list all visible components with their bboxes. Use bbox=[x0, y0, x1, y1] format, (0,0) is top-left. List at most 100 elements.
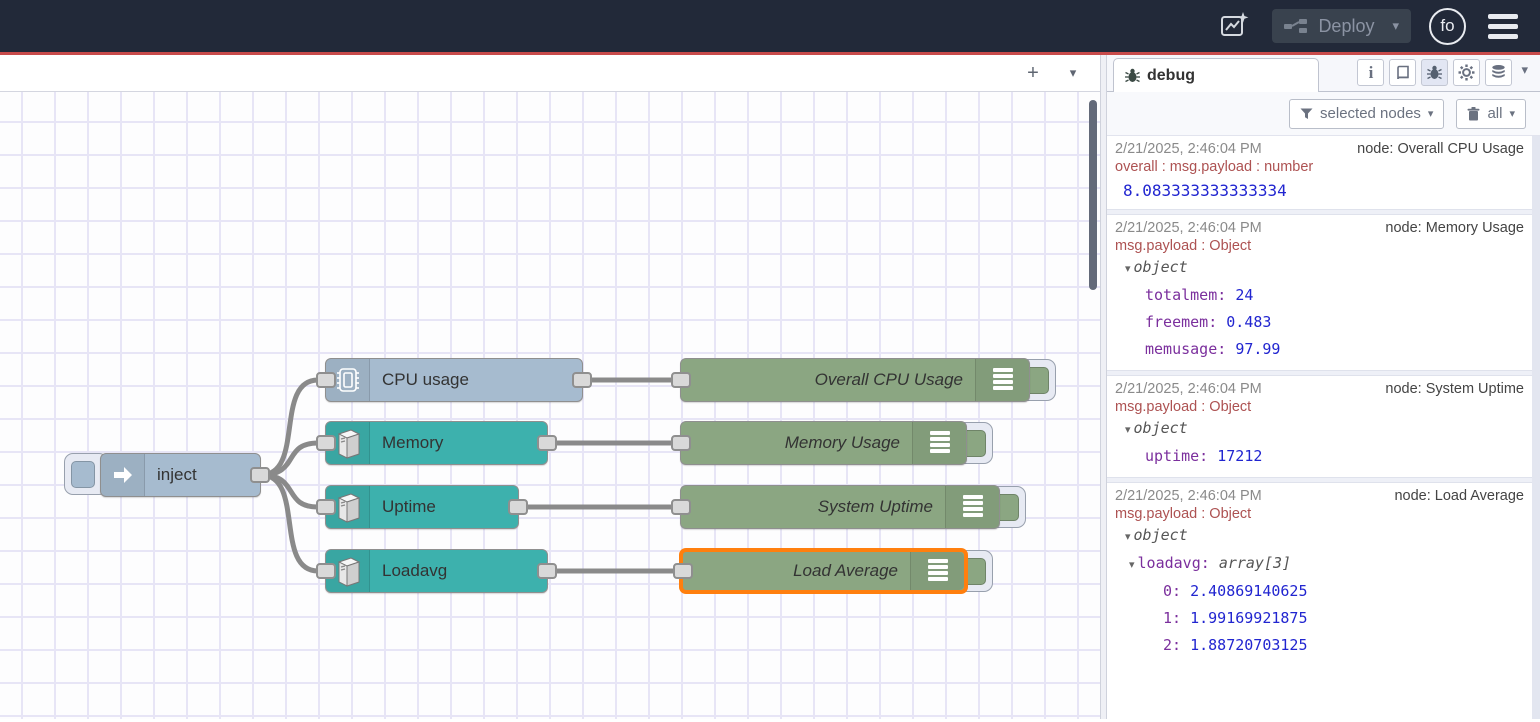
node-label: Uptime bbox=[370, 497, 518, 517]
property-row: uptime: 17212 bbox=[1115, 443, 1524, 470]
message-timestamp: 2/21/2025, 2:46:04 PM bbox=[1115, 141, 1262, 157]
avatar-initials: fo bbox=[1440, 16, 1454, 36]
property-row: totalmem: 24 bbox=[1115, 282, 1524, 309]
clear-messages-button[interactable]: all ▾ bbox=[1456, 99, 1526, 129]
debug-message[interactable]: 2/21/2025, 2:46:04 PM node: Memory Usage… bbox=[1107, 215, 1532, 370]
database-icon bbox=[1490, 64, 1507, 81]
message-property-path: msg.payload : Object bbox=[1115, 399, 1524, 415]
debug-message[interactable]: 2/21/2025, 2:46:04 PM node: Overall CPU … bbox=[1107, 136, 1532, 209]
input-port[interactable] bbox=[673, 563, 693, 579]
message-node-name: node: Memory Usage bbox=[1385, 220, 1524, 236]
node-label: Load Average bbox=[683, 561, 910, 581]
object-label: object bbox=[1134, 526, 1188, 544]
node-debug-memory-usage[interactable]: Memory Usage bbox=[680, 421, 967, 465]
object-row[interactable]: ▾object bbox=[1115, 415, 1524, 443]
output-port[interactable] bbox=[572, 372, 592, 388]
message-node-name: node: System Uptime bbox=[1385, 381, 1524, 397]
input-port[interactable] bbox=[316, 499, 336, 515]
trash-icon bbox=[1467, 107, 1480, 121]
context-tab-button[interactable] bbox=[1485, 59, 1512, 86]
message-value: 8.083333333333334 bbox=[1115, 175, 1524, 202]
tab-debug[interactable]: debug bbox=[1113, 58, 1319, 92]
node-memory[interactable]: Memory bbox=[325, 421, 548, 465]
add-flow-button[interactable]: + bbox=[1016, 59, 1050, 87]
debug-message[interactable]: 2/21/2025, 2:46:04 PM node: Load Average… bbox=[1107, 483, 1532, 666]
help-tab-button[interactable] bbox=[1389, 59, 1416, 86]
message-timestamp: 2/21/2025, 2:46:04 PM bbox=[1115, 220, 1262, 236]
filter-selected-nodes-button[interactable]: selected nodes ▾ bbox=[1289, 99, 1444, 129]
object-row[interactable]: ▾object bbox=[1115, 522, 1524, 550]
user-avatar[interactable]: fo bbox=[1429, 8, 1466, 45]
tab-debug-label: debug bbox=[1147, 67, 1195, 85]
debug-message-list[interactable]: 2/21/2025, 2:46:04 PM node: Overall CPU … bbox=[1107, 136, 1540, 719]
debug-list-icon bbox=[910, 552, 964, 590]
node-label: System Uptime bbox=[681, 497, 945, 517]
input-port[interactable] bbox=[316, 372, 336, 388]
node-debug-system-uptime[interactable]: System Uptime bbox=[680, 485, 1000, 529]
output-port[interactable] bbox=[537, 563, 557, 579]
debug-tab-button[interactable] bbox=[1421, 59, 1448, 86]
message-property-path: msg.payload : Object bbox=[1115, 238, 1524, 254]
node-uptime[interactable]: Uptime bbox=[325, 485, 519, 529]
info-tab-button[interactable]: i bbox=[1357, 59, 1384, 86]
message-property-path: msg.payload : Object bbox=[1115, 506, 1524, 522]
flow-tabbar: + ▾ bbox=[0, 55, 1100, 92]
message-node-name: node: Load Average bbox=[1394, 488, 1524, 504]
clear-label: all bbox=[1487, 105, 1502, 122]
assistant-icon[interactable] bbox=[1214, 6, 1254, 46]
object-label: object bbox=[1134, 258, 1188, 276]
message-timestamp: 2/21/2025, 2:46:04 PM bbox=[1115, 381, 1262, 397]
input-port[interactable] bbox=[671, 499, 691, 515]
inject-output-port[interactable] bbox=[250, 467, 270, 483]
config-tab-button[interactable] bbox=[1453, 59, 1480, 86]
gear-icon bbox=[1458, 64, 1475, 81]
debug-list-icon bbox=[945, 486, 999, 528]
node-label: Memory bbox=[370, 433, 547, 453]
object-row[interactable]: ▾object bbox=[1115, 254, 1524, 282]
book-icon bbox=[1395, 65, 1411, 81]
deploy-button[interactable]: Deploy ▾ bbox=[1272, 9, 1411, 43]
output-port[interactable] bbox=[537, 435, 557, 451]
node-inject[interactable]: inject bbox=[100, 453, 261, 497]
array-row[interactable]: ▾loadavg: array[3] bbox=[1115, 550, 1524, 578]
input-port[interactable] bbox=[671, 372, 691, 388]
deploy-caret-icon[interactable]: ▾ bbox=[1384, 19, 1399, 34]
sidebar-resize-handle[interactable] bbox=[1100, 55, 1107, 719]
output-port[interactable] bbox=[508, 499, 528, 515]
clear-caret-icon: ▾ bbox=[1509, 107, 1515, 120]
bug-icon bbox=[1426, 64, 1443, 81]
node-debug-load-average[interactable]: Load Average bbox=[680, 549, 967, 593]
debug-message[interactable]: 2/21/2025, 2:46:04 PM node: System Uptim… bbox=[1107, 376, 1532, 477]
message-node-name: node: Overall CPU Usage bbox=[1357, 141, 1524, 157]
input-port[interactable] bbox=[316, 563, 336, 579]
message-property-path: overall : msg.payload : number bbox=[1115, 159, 1524, 175]
node-label: Overall CPU Usage bbox=[681, 370, 975, 390]
node-cpu-usage[interactable]: CPU usage bbox=[325, 358, 583, 402]
node-loadavg[interactable]: Loadavg bbox=[325, 549, 548, 593]
debug-filter-row: selected nodes ▾ all ▾ bbox=[1107, 92, 1540, 136]
funnel-icon bbox=[1300, 108, 1313, 120]
collapse-caret-icon: ▾ bbox=[1125, 530, 1131, 543]
input-port[interactable] bbox=[316, 435, 336, 451]
property-row: 0: 2.40869140625 bbox=[1115, 578, 1524, 605]
debug-sidebar: debug i bbox=[1107, 55, 1540, 719]
node-label: Memory Usage bbox=[681, 433, 912, 453]
collapse-caret-icon: ▾ bbox=[1125, 262, 1131, 275]
node-label: Loadavg bbox=[370, 561, 547, 581]
property-row: freemem: 0.483 bbox=[1115, 309, 1524, 336]
node-debug-overall-cpu[interactable]: Overall CPU Usage bbox=[680, 358, 1030, 402]
sidebar-collapse-caret-icon[interactable]: ▾ bbox=[1517, 63, 1532, 83]
node-label: inject bbox=[145, 465, 260, 485]
inject-arrow-icon bbox=[101, 454, 145, 496]
flow-canvas[interactable]: inject CPU usage bbox=[0, 92, 1100, 719]
debug-scrollbar[interactable] bbox=[1532, 136, 1540, 719]
object-label: object bbox=[1134, 419, 1188, 437]
deploy-label: Deploy bbox=[1318, 16, 1374, 37]
collapse-caret-icon: ▾ bbox=[1129, 558, 1135, 571]
wires bbox=[0, 92, 1100, 719]
canvas-vertical-scrollbar[interactable] bbox=[1089, 100, 1097, 290]
input-port[interactable] bbox=[671, 435, 691, 451]
flow-list-caret-icon[interactable]: ▾ bbox=[1056, 59, 1090, 87]
property-row: 2: 1.88720703125 bbox=[1115, 632, 1524, 659]
menu-icon[interactable] bbox=[1484, 10, 1522, 43]
